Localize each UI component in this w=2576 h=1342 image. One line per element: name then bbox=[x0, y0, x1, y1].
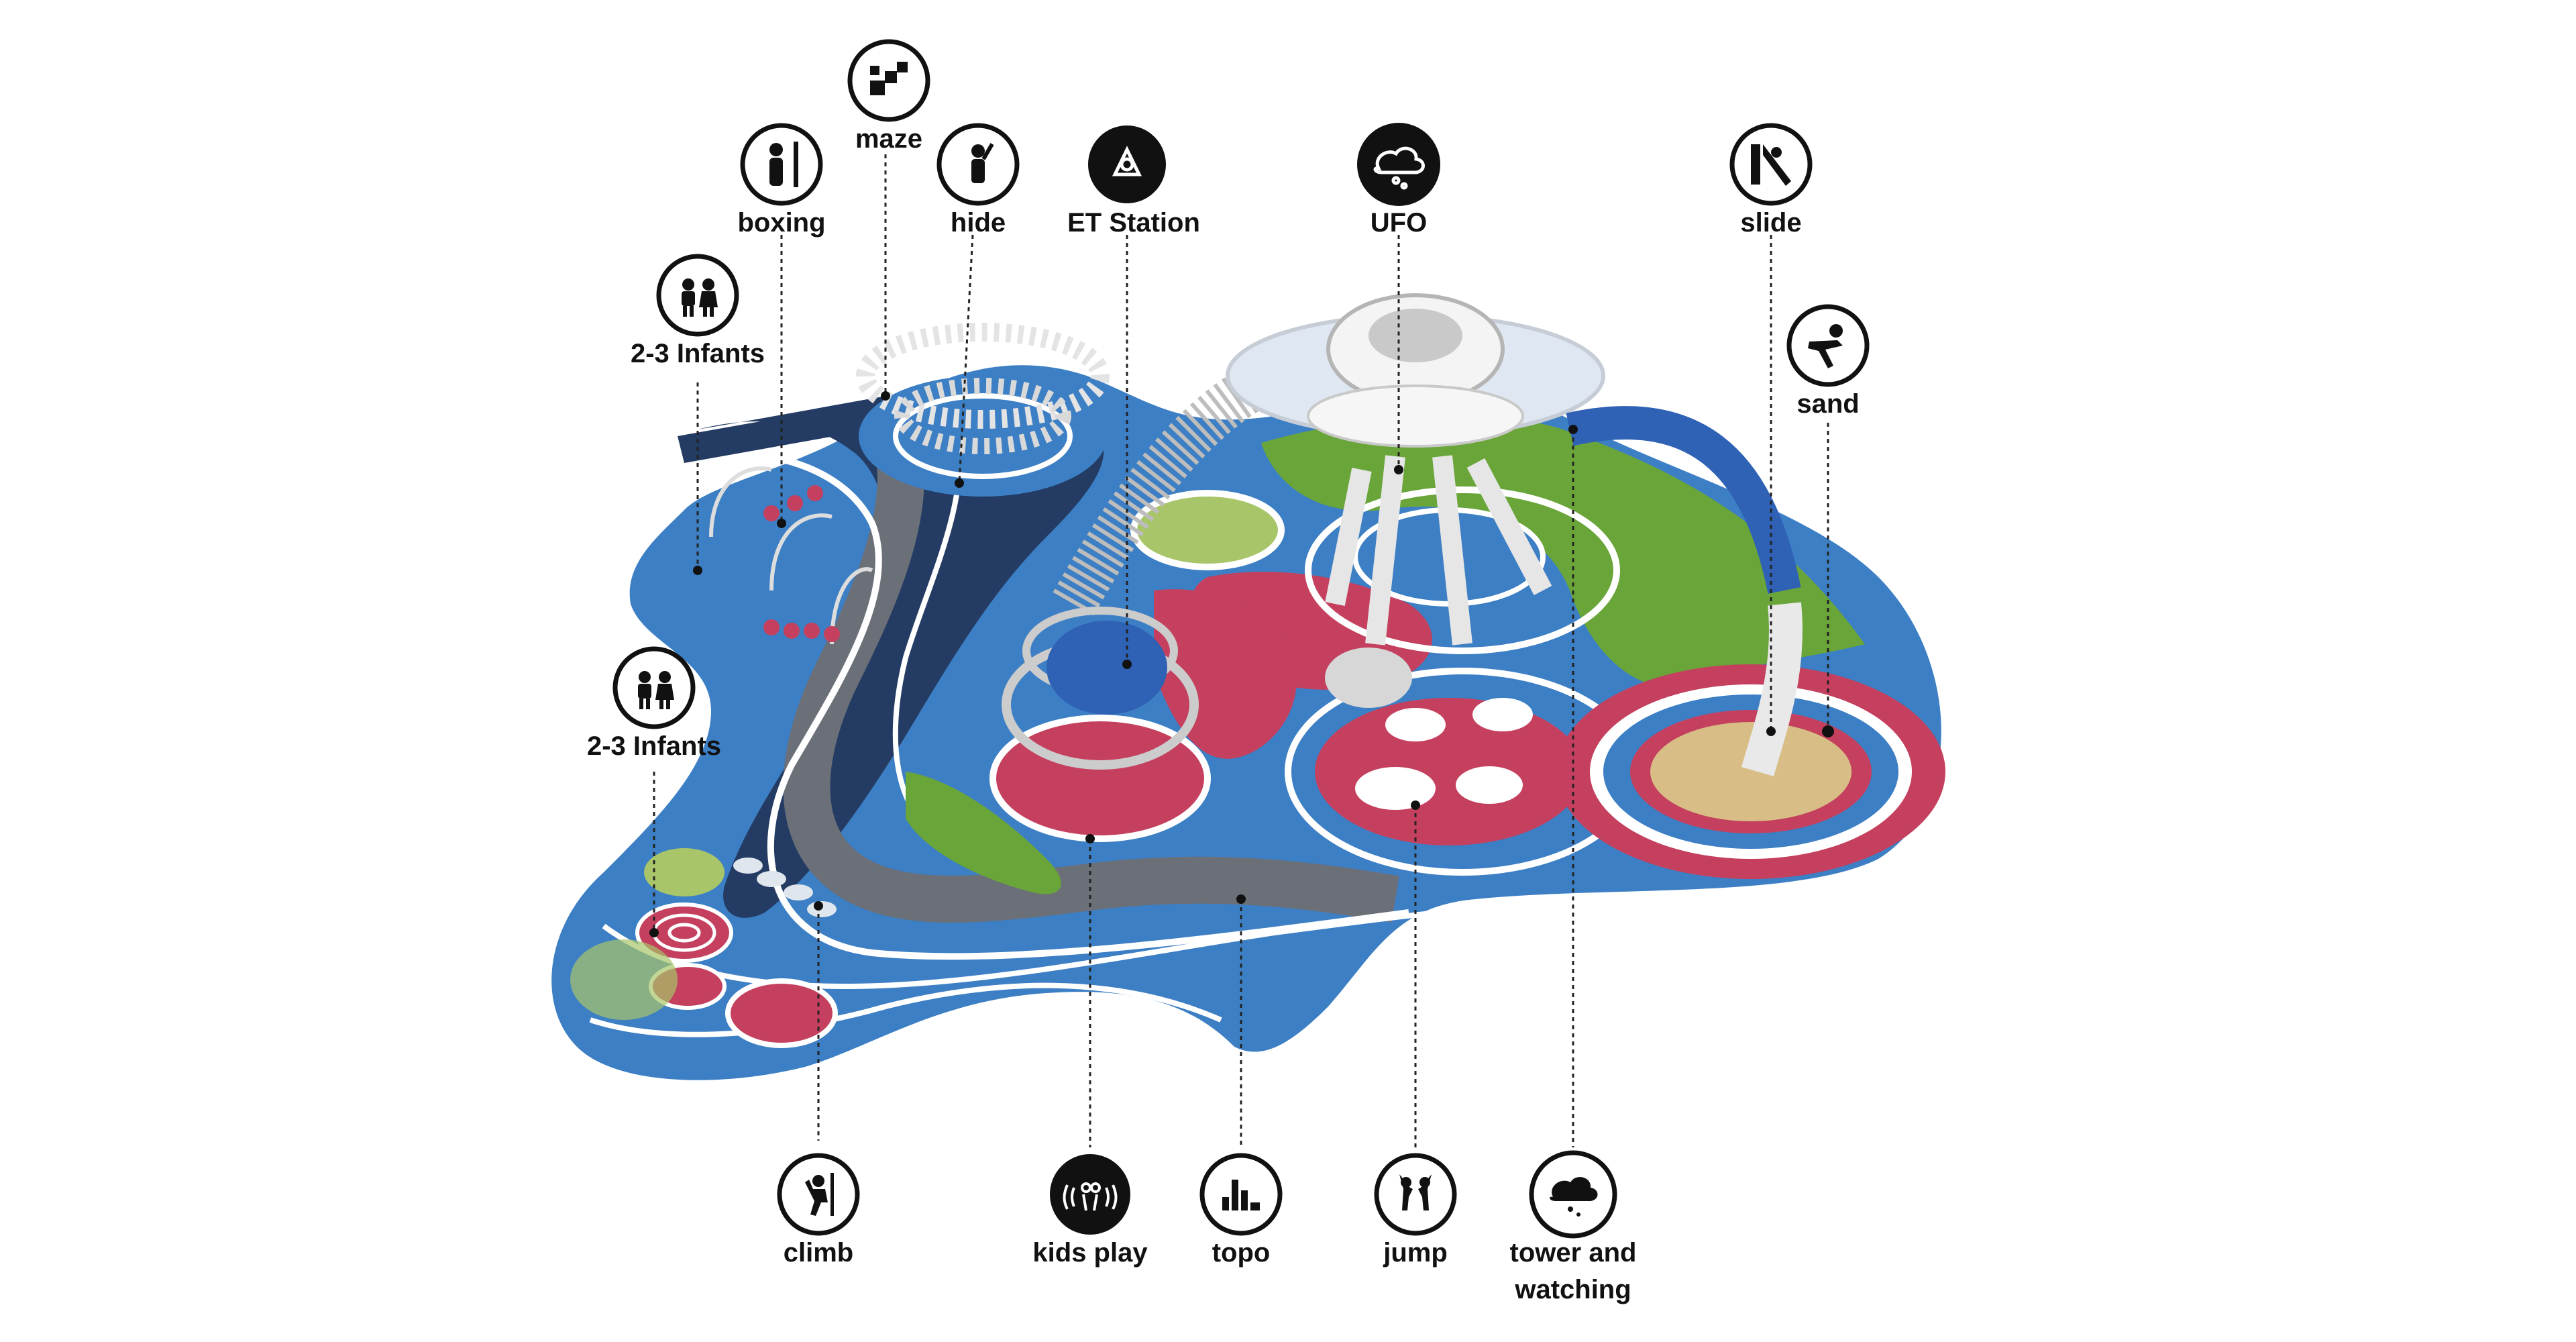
label-infants-mid: 2-3 Infants bbox=[587, 646, 721, 761]
maze-posts bbox=[856, 323, 1110, 497]
kids-play-icon bbox=[1050, 1154, 1130, 1235]
label-sand: sand bbox=[1786, 304, 1870, 419]
kids-play-icon-glyph bbox=[1063, 1182, 1118, 1211]
infants-icon bbox=[612, 646, 696, 729]
white-track-1 bbox=[677, 449, 1409, 960]
sand-icon-glyph bbox=[1808, 324, 1843, 368]
et-base-red bbox=[989, 715, 1211, 842]
stepping-1 bbox=[733, 858, 763, 874]
ufo-icon bbox=[1357, 123, 1440, 206]
slide-label: slide bbox=[1740, 208, 1801, 238]
sand-label: sand bbox=[1796, 389, 1859, 419]
label-maze: maze bbox=[847, 39, 930, 154]
stepping-2 bbox=[757, 871, 786, 887]
label-tower: tower and watching bbox=[1510, 1150, 1637, 1304]
tower-icon-glyph bbox=[1550, 1177, 1598, 1217]
label-slide: slide bbox=[1729, 123, 1813, 238]
climb-pale-circle bbox=[644, 848, 724, 896]
maze-icon-glyph bbox=[870, 62, 908, 95]
label-et-station: ET Station bbox=[1067, 125, 1200, 238]
infants-top-label: 2-3 Infants bbox=[631, 339, 765, 368]
et-station-icon-glyph bbox=[1112, 146, 1142, 176]
label-kids-play: kids play bbox=[1032, 1154, 1148, 1268]
white-track-3 bbox=[589, 982, 1222, 1037]
tower-label-line2: watching bbox=[1514, 1275, 1631, 1304]
jump-red bbox=[1315, 698, 1583, 845]
lawn-right bbox=[1261, 415, 1865, 684]
label-climb: climb bbox=[777, 1153, 860, 1268]
ufo-structure bbox=[1226, 293, 1605, 708]
label-topo: topo bbox=[1199, 1153, 1283, 1268]
trampoline-2 bbox=[1385, 708, 1446, 741]
bridge bbox=[1053, 354, 1285, 616]
climb-red-circle bbox=[725, 978, 838, 1048]
climb-spiral-1 bbox=[635, 902, 733, 963]
boxing-label: boxing bbox=[737, 208, 825, 238]
climb-label: climb bbox=[784, 1238, 853, 1268]
topo-label: topo bbox=[1212, 1238, 1271, 1268]
ring-lawn-left bbox=[1130, 490, 1285, 570]
leader-dots bbox=[649, 391, 1834, 937]
topo-icon-glyph bbox=[1222, 1180, 1260, 1210]
slide-tube bbox=[1741, 602, 1803, 776]
et-station-structure bbox=[1002, 607, 1199, 770]
et-station-icon bbox=[1088, 125, 1166, 203]
label-jump: jump bbox=[1374, 1153, 1457, 1268]
leader-lines bbox=[653, 154, 1829, 1147]
infants-icon-glyph bbox=[682, 278, 718, 317]
infants-icon bbox=[656, 254, 739, 337]
sand-pit bbox=[1650, 722, 1851, 821]
jump-icon bbox=[1374, 1153, 1457, 1236]
climb-spiral-3 bbox=[667, 923, 701, 943]
hide-label: hide bbox=[951, 208, 1006, 238]
climb-hatch bbox=[570, 939, 678, 1020]
label-infants-top: 2-3 Infants bbox=[631, 254, 765, 368]
slide-icon-glyph bbox=[1751, 144, 1791, 186]
leader-hide bbox=[958, 234, 974, 484]
punching-bags bbox=[763, 485, 840, 642]
et-station-label: ET Station bbox=[1067, 208, 1200, 238]
slide-arc bbox=[1566, 406, 1801, 594]
ufo-label: UFO bbox=[1371, 208, 1427, 238]
jump-label: jump bbox=[1383, 1238, 1448, 1268]
white-track-2 bbox=[602, 896, 1611, 990]
boxing-frames bbox=[709, 466, 873, 645]
tower-label-line1: tower and bbox=[1510, 1238, 1637, 1268]
trampoline-1 bbox=[1355, 767, 1436, 810]
kids-play-label: kids play bbox=[1032, 1238, 1148, 1268]
boxing-deck bbox=[678, 403, 872, 463]
stepping-3 bbox=[784, 884, 813, 900]
hide-icon-glyph bbox=[971, 143, 994, 183]
lawn-center bbox=[906, 772, 1061, 894]
label-hide: hide bbox=[936, 123, 1020, 238]
maze-label: maze bbox=[855, 124, 922, 154]
infants-mid-label: 2-3 Infants bbox=[587, 731, 721, 761]
boxing-icon-glyph bbox=[769, 142, 798, 187]
climb-icon-glyph bbox=[805, 1173, 834, 1216]
label-boxing: boxing bbox=[737, 123, 826, 238]
jump-icon-glyph bbox=[1399, 1174, 1432, 1210]
playground-plan bbox=[551, 293, 1945, 1080]
ufo-ring-outer bbox=[1305, 486, 1620, 654]
infants-icon-glyph bbox=[638, 671, 674, 709]
trampoline-4 bbox=[1456, 766, 1523, 804]
trampoline-3 bbox=[1472, 698, 1533, 731]
label-ufo: UFO bbox=[1357, 123, 1440, 238]
ufo-icon-glyph bbox=[1373, 146, 1425, 190]
